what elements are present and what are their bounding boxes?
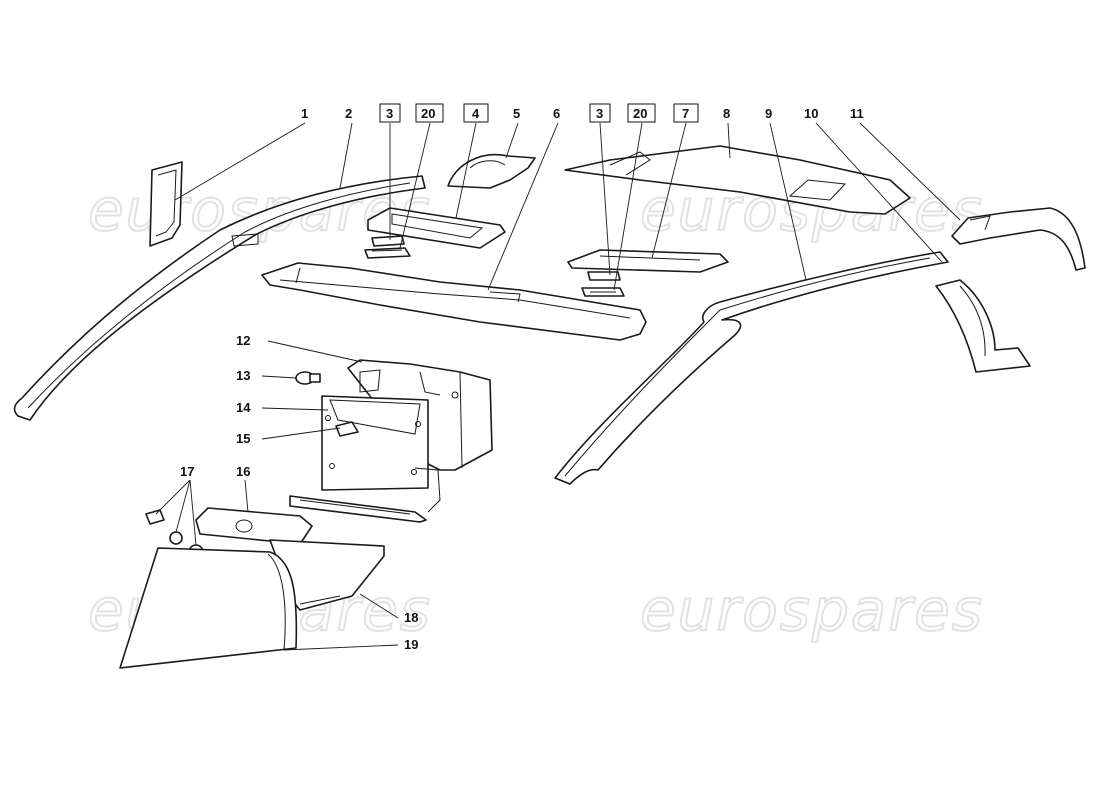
callout-20-left: 20 [421, 106, 435, 121]
callout-boxes [379, 103, 699, 123]
part-8-roof-panel [564, 145, 911, 215]
callout-labels: 1 2 3 20 4 5 6 3 20 7 8 9 10 11 12 13 14… [180, 106, 864, 652]
callout-12: 12 [236, 333, 250, 348]
part-19-console-cover [119, 547, 298, 669]
callout-15: 15 [236, 431, 250, 446]
callout-1: 1 [301, 106, 308, 121]
part-right-sun-visor [567, 249, 729, 273]
callout-19: 19 [404, 637, 418, 652]
leader-lines [155, 122, 961, 651]
callout-7: 7 [682, 106, 689, 121]
part-15-clip [335, 421, 359, 437]
part-6-header-trim [261, 262, 647, 341]
part-13-bolt [295, 371, 321, 385]
callout-3-left: 3 [386, 106, 393, 121]
part-left-visor-clips [364, 235, 411, 259]
callout-16: 16 [236, 464, 250, 479]
callout-13: 13 [236, 368, 250, 383]
part-16-cover [195, 507, 313, 545]
part-11-curved-trim [951, 207, 1086, 271]
part-9-right-pillar-rail [554, 251, 949, 485]
part-right-visor-clips [581, 271, 625, 297]
part-1-pillar-trim [149, 161, 183, 247]
callout-11: 11 [850, 106, 864, 121]
callout-6: 6 [553, 106, 560, 121]
watermark-bottom-right: eurospares [640, 576, 984, 644]
callout-20-right: 20 [633, 106, 647, 121]
callout-2: 2 [345, 106, 352, 121]
callout-17: 17 [180, 464, 194, 479]
callout-9: 9 [765, 106, 772, 121]
callout-5: 5 [513, 106, 520, 121]
callout-18: 18 [404, 610, 418, 625]
callout-3-right: 3 [596, 106, 603, 121]
callout-4: 4 [472, 106, 480, 121]
callout-14: 14 [236, 400, 251, 415]
part-10-pillar-trim [935, 279, 1031, 373]
callout-10: 10 [804, 106, 818, 121]
part-2-left-roof-rail [13, 175, 426, 421]
part-console-bottom-plate [289, 467, 441, 523]
part-5-bracket [447, 153, 536, 189]
part-14-mounting-plate [321, 395, 429, 491]
callout-8: 8 [723, 106, 730, 121]
